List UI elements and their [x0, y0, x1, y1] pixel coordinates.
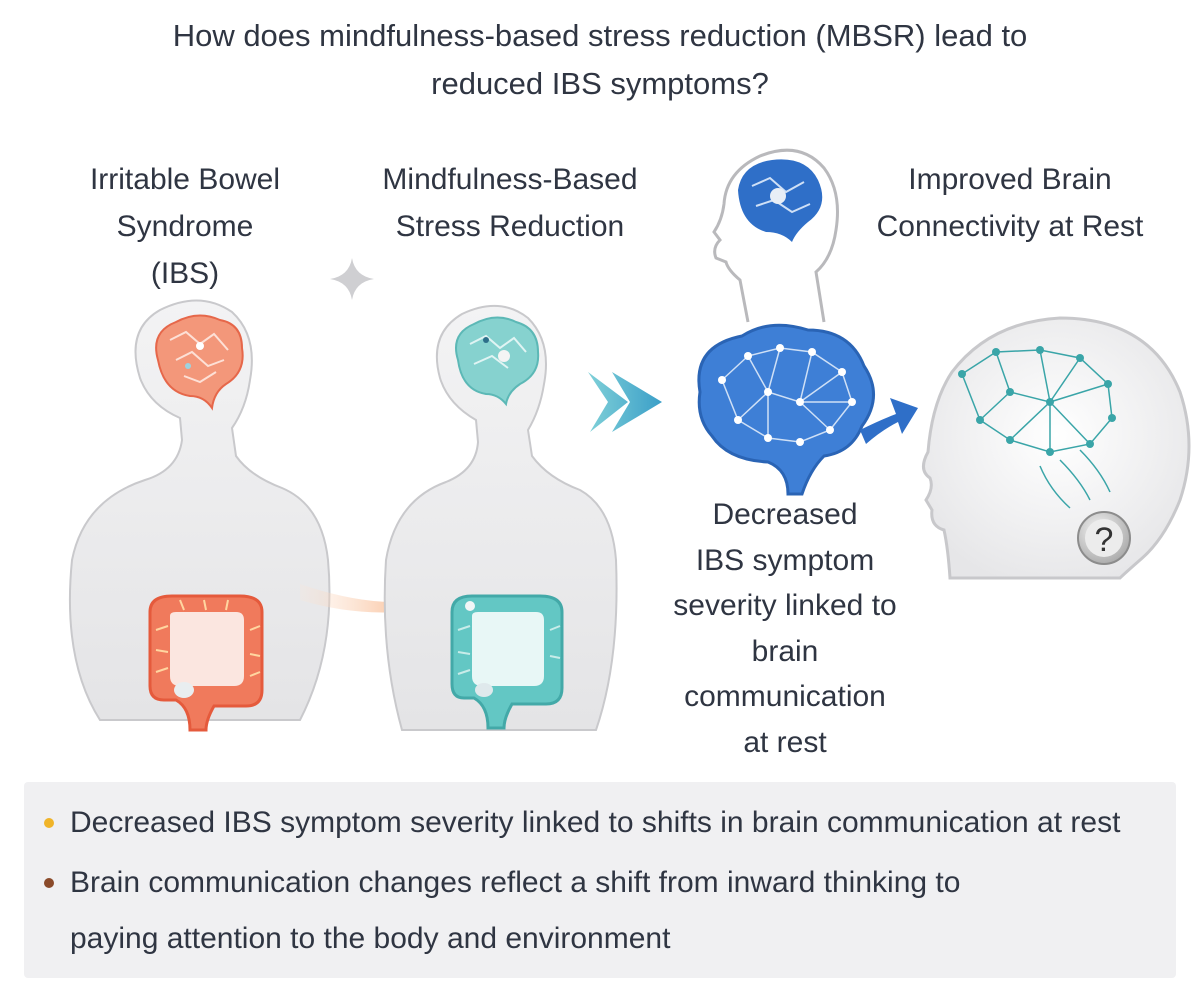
arrow-icon	[300, 584, 448, 622]
ibs-body	[68, 299, 331, 732]
colon-icon	[148, 594, 264, 732]
mbsr-label: Mindfulness-Based Stress Reduction	[382, 163, 638, 243]
head-icon	[922, 316, 1191, 580]
summary-bullet-2: Brain communication changes reflect a sh…	[44, 860, 1174, 967]
brain-icon	[455, 316, 540, 407]
sparkle-icon	[330, 258, 374, 300]
question-icon: ?	[1077, 511, 1131, 565]
connectivity-label: Improved Brain Connectivity at Rest	[876, 163, 1144, 243]
brain-icon	[738, 159, 823, 242]
brain-icon	[155, 314, 244, 411]
summary-bullet-1: Decreased IBS symptom severity linked to…	[44, 800, 1174, 846]
arrow-icon	[588, 372, 662, 432]
question-mark: ?	[1095, 521, 1114, 559]
bullet-text: Brain communication changes reflect a sh…	[70, 866, 961, 955]
page-title: How does mindfulness-based stress reduct…	[172, 18, 1028, 101]
bullet-dot	[44, 878, 54, 888]
arrow-icon	[860, 398, 918, 444]
mbsr-body	[383, 304, 618, 731]
bullet-dot	[44, 818, 54, 828]
decreased-severity-label: Decreased IBS symptom severity linked to…	[673, 498, 897, 759]
ibs-label: Irritable Bowel Syndrome (IBS)	[89, 163, 281, 290]
head-icon	[712, 148, 839, 323]
bullet-text: Decreased IBS symptom severity linked to…	[70, 806, 1121, 839]
brain-icon	[697, 323, 875, 496]
colon-icon	[450, 594, 564, 730]
summary-panel	[24, 782, 1176, 978]
